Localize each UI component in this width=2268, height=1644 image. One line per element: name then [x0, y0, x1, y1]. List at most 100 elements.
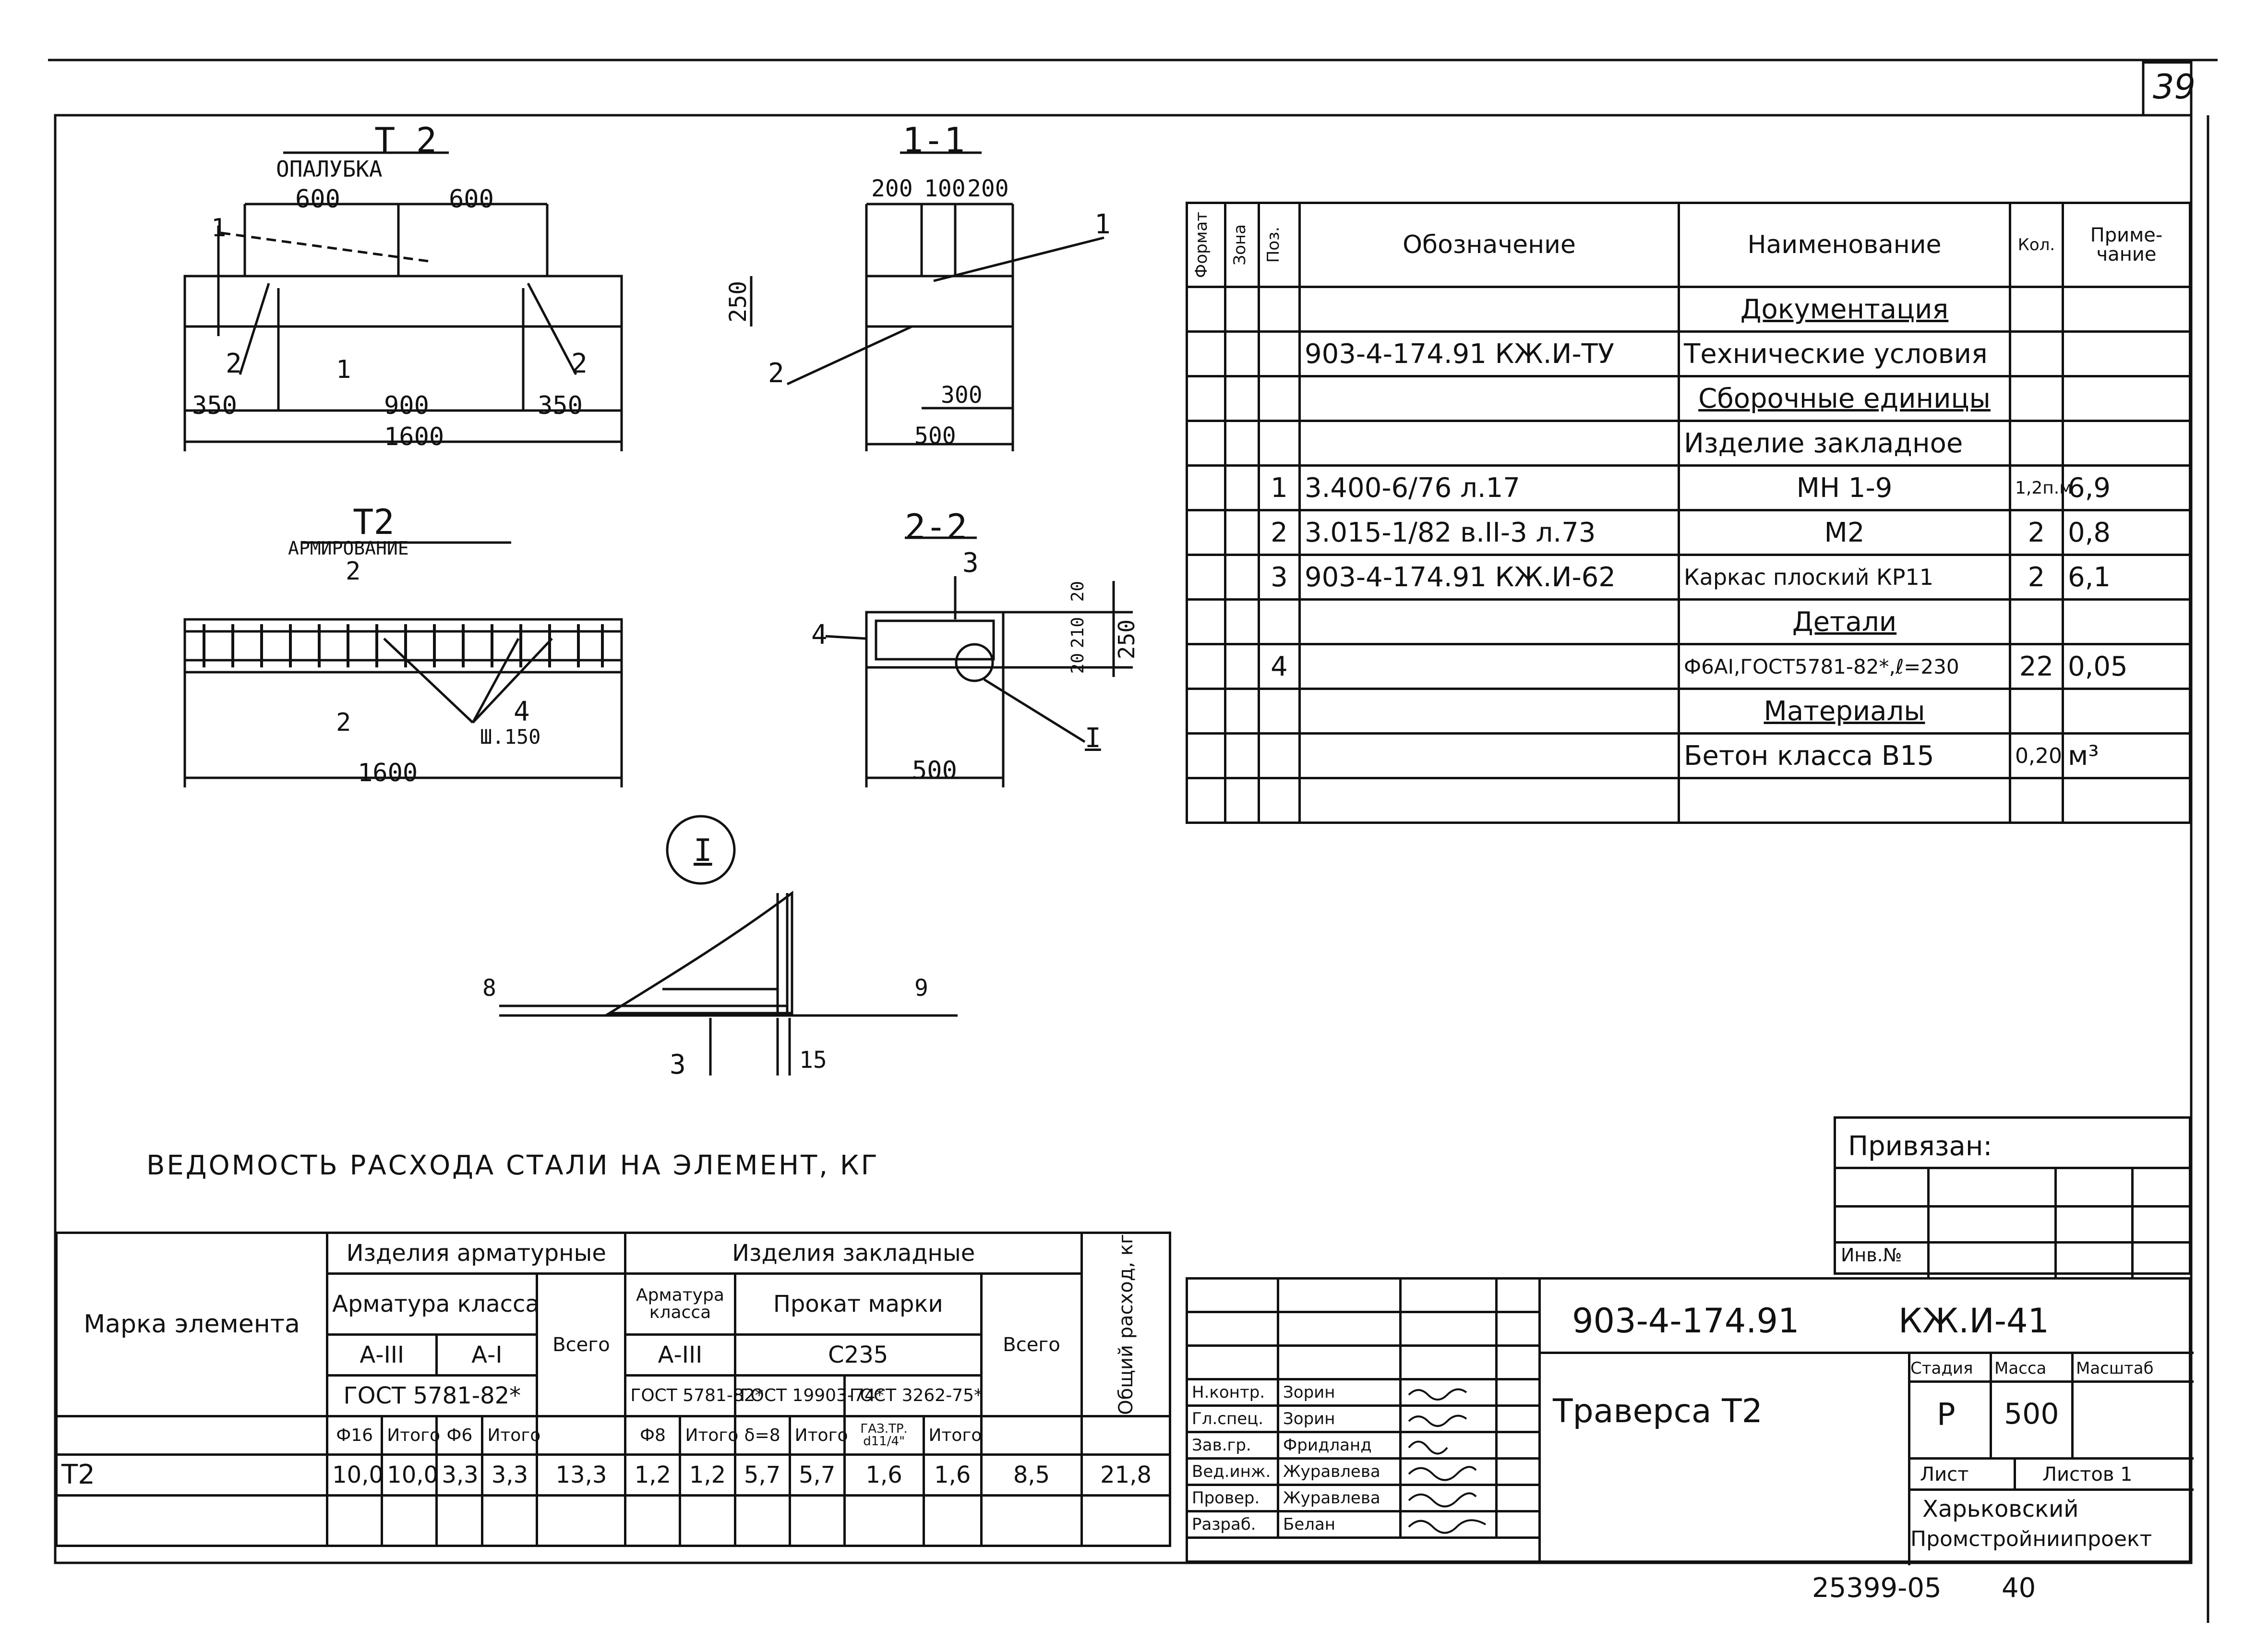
steel-header-row-1: Марка элемента Изделия арматурные Издели… — [55, 1232, 1171, 1417]
dim-label: 350 — [538, 391, 583, 420]
steel-table-caption: ВЕДОМОСТЬ РАСХОДА СТАЛИ НА ЭЛЕМЕНТ, КГ — [146, 1150, 879, 1181]
t2-formwork-subtitle: ОПАЛУБКА — [276, 156, 383, 182]
group-reinforcement: Изделия арматурные — [326, 1232, 627, 1275]
dim-label: 350 — [192, 391, 237, 420]
dim-label: 1600 — [384, 423, 444, 451]
t2-formwork-title: T 2 — [374, 120, 437, 160]
sheet-label: Лист — [1920, 1463, 1969, 1486]
callout-label: I — [1085, 723, 1101, 754]
sheets-count: Листов 1 — [2042, 1463, 2133, 1486]
total-header: Общий расход, кг — [1080, 1232, 1171, 1417]
inventory-label: Инв.№ — [1841, 1245, 1902, 1266]
col-header-designation: Обозначение — [1298, 202, 1680, 288]
steel-header-row-4: ГОСТ 5781-82* ГОСТ 5781-82* ГОСТ 19903-7… — [57, 1374, 1170, 1417]
section-mark: 1 — [336, 355, 351, 384]
mass-value: 500 — [2004, 1397, 2059, 1431]
signatures — [1408, 1388, 1486, 1534]
staff-row: Вед.инж.Журавлева — [1186, 1457, 1541, 1486]
dim-label: 500 — [914, 423, 956, 449]
organization-line-1: Харьковский — [1922, 1496, 2079, 1523]
bottom-page-number: 40 — [2002, 1572, 2036, 1604]
scale-label: Масштаб — [2076, 1359, 2154, 1378]
binding-block: Привязан: Инв.№ — [1834, 1116, 2191, 1277]
table-row — [55, 1494, 1171, 1547]
table-row: Документация — [1186, 286, 2191, 333]
weld-label: 9 — [914, 975, 928, 1002]
callout-label: 4 — [514, 696, 530, 727]
table-row: Изделие закладное — [1186, 420, 2191, 467]
detail-mark: I — [694, 833, 712, 869]
title-block: Н.контр.Зорин Гл.спец.Зорин Зав.гр.Фридл… — [1186, 1277, 2194, 1565]
steel-header-row-2: Арматура класса Всего Арматура класса Пр… — [57, 1272, 1170, 1417]
stage-label: Стадия — [1910, 1359, 1973, 1378]
col-header-format: Формат — [1186, 202, 1226, 288]
callout-label: 4 — [811, 619, 828, 651]
sheet-code: КЖ.И-41 — [1898, 1301, 2050, 1341]
dim-label: 250 — [725, 281, 752, 323]
spacing-label: Ш.150 — [480, 725, 541, 749]
table-row: Детали — [1186, 598, 2191, 645]
callout-label: 3 — [962, 547, 979, 579]
col-header-note: Приме- чание — [2062, 202, 2191, 288]
dim-label: 200 — [871, 175, 913, 202]
dim-label: 250 — [1114, 619, 1140, 660]
col-header-zone: Зона — [1224, 202, 1260, 288]
dim-label: 300 — [941, 382, 983, 409]
staff-row: Н.контр.Зорин — [1186, 1378, 1541, 1407]
steel-header-row-3: А-III А-I А-III С235 — [57, 1333, 1170, 1377]
table-row — [1186, 777, 2191, 824]
mass-label: Масса — [1994, 1359, 2047, 1378]
dim-label: 20 — [1068, 581, 1088, 602]
archive-code: 25399-05 — [1812, 1572, 1942, 1604]
organization-line-2: Промстройниипроект — [1910, 1527, 2152, 1551]
weld-label: 8 — [482, 975, 496, 1002]
dim-label: 600 — [295, 185, 340, 214]
callout-label: 2 — [768, 358, 784, 389]
dim-label: 1600 — [358, 759, 418, 787]
callout-label: 2 — [226, 348, 242, 379]
steel-consumption-table: Марка элемента Изделия арматурные Издели… — [55, 1232, 1171, 1547]
dim-label: 900 — [384, 391, 429, 420]
table-row: Материалы — [1186, 688, 2191, 735]
section-mark: 1 — [211, 214, 227, 242]
mark-header: Марка элемента — [55, 1232, 329, 1417]
staff-row: Гл.спец.Зорин — [1186, 1404, 1541, 1433]
spec-header-row: Формат Зона Поз. Обозначение Наименовани… — [1186, 202, 2191, 288]
col-header-name: Наименование — [1678, 202, 2011, 288]
callout-label: 2 — [571, 348, 588, 379]
drawing-title: Траверса Т2 — [1553, 1392, 1763, 1430]
document-code: 903-4-174.91 — [1572, 1301, 1800, 1341]
section-2-2-title: 2-2 — [905, 507, 968, 547]
t2-reinforcement-title: T2 — [353, 502, 395, 542]
t2-reinforcement-subtitle: АРМИРОВАНИЕ — [288, 538, 409, 559]
callout-label: 1 — [1094, 209, 1111, 240]
dim-label: 500 — [912, 756, 957, 785]
section-mark: 2 — [336, 708, 351, 737]
dim-label: 20 — [1068, 653, 1088, 674]
page-number: 39 — [2153, 67, 2196, 107]
staff-row: Разраб.Белан — [1186, 1510, 1541, 1539]
dim-label: 200 — [967, 175, 1009, 202]
dim-label: 100 — [924, 175, 966, 202]
stage-value: Р — [1937, 1397, 1956, 1433]
staff-row: Провер.Журавлева — [1186, 1484, 1541, 1512]
col-header-qty: Кол. — [2009, 202, 2064, 288]
specification-table: Формат Зона Поз. Обозначение Наименовани… — [1186, 202, 2191, 824]
binding-label: Привязан: — [1848, 1131, 1992, 1162]
staff-row: Зав.гр.Фридланд — [1186, 1431, 1541, 1460]
dim-label: 15 — [799, 1047, 827, 1074]
dim-label: 210 — [1068, 617, 1088, 649]
col-header-pos: Поз. — [1258, 202, 1301, 288]
section-mark: 2 — [346, 557, 361, 586]
section-1-1-title: 1-1 — [902, 120, 965, 160]
group-embedded: Изделия закладные — [624, 1232, 1083, 1275]
callout-label: 3 — [670, 1049, 686, 1080]
